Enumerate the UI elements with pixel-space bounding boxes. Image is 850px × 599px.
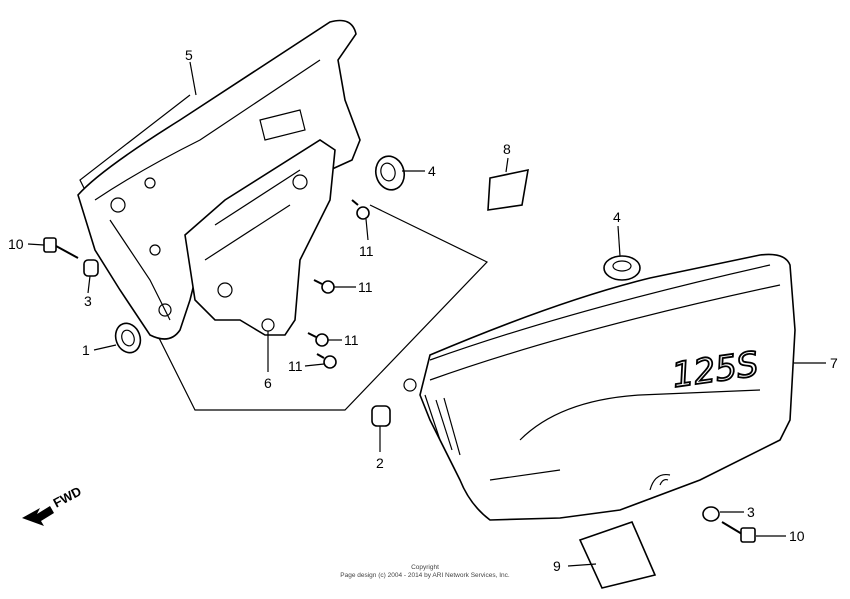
callout-4-upper: 4 xyxy=(428,163,436,179)
leader-11-a xyxy=(365,218,369,241)
callout-11-b: 11 xyxy=(358,279,373,295)
leader-8 xyxy=(505,157,509,173)
screw-11-a xyxy=(351,199,370,220)
leader-10-left xyxy=(27,243,45,246)
right-side-cover xyxy=(403,253,796,521)
side-cover-frame xyxy=(77,19,361,340)
callout-5: 5 xyxy=(185,47,193,63)
leader-1 xyxy=(93,344,117,351)
screw-11-c xyxy=(307,332,329,347)
callout-10-right: 10 xyxy=(789,528,805,544)
fwd-arrow-icon xyxy=(22,506,54,526)
collar-2 xyxy=(371,405,391,427)
leader-5 xyxy=(189,61,197,96)
bolt-10-right xyxy=(721,521,756,543)
label-8 xyxy=(487,168,529,211)
leader-11-d xyxy=(304,363,325,367)
assembly-outline xyxy=(79,94,489,411)
copyright-line-1: Copyright xyxy=(411,564,439,571)
callout-1: 1 xyxy=(82,342,90,358)
fwd-label: FWD xyxy=(51,483,84,510)
callout-8: 8 xyxy=(503,141,511,157)
washer-3-left xyxy=(83,259,99,277)
screw-11-b xyxy=(313,279,335,294)
callout-11-a: 11 xyxy=(359,243,374,259)
leader-4-right xyxy=(617,225,621,257)
washer-3-right xyxy=(702,506,720,522)
callout-9: 9 xyxy=(553,558,561,574)
leader-3-left xyxy=(87,275,91,294)
callout-10-left: 10 xyxy=(8,236,24,252)
callout-4-right: 4 xyxy=(613,209,621,225)
callout-11-d: 11 xyxy=(288,358,303,374)
callout-2: 2 xyxy=(376,455,384,471)
grommet-1 xyxy=(114,322,142,354)
side-cover-bracket xyxy=(184,139,336,336)
callout-3-right: 3 xyxy=(747,504,755,520)
copyright-line-2: Page design (c) 2004 - 2014 by ARI Netwo… xyxy=(340,572,510,579)
label-9 xyxy=(578,521,657,589)
callout-7: 7 xyxy=(830,355,838,371)
leader-9 xyxy=(567,563,597,567)
callout-6: 6 xyxy=(264,375,272,391)
callout-3-left: 3 xyxy=(84,293,92,309)
grommet-4-upper xyxy=(374,155,406,191)
screw-11-d xyxy=(316,353,337,369)
bolt-10-left xyxy=(43,237,79,259)
callout-11-c: 11 xyxy=(344,332,359,348)
grommet-4-right xyxy=(603,255,641,281)
